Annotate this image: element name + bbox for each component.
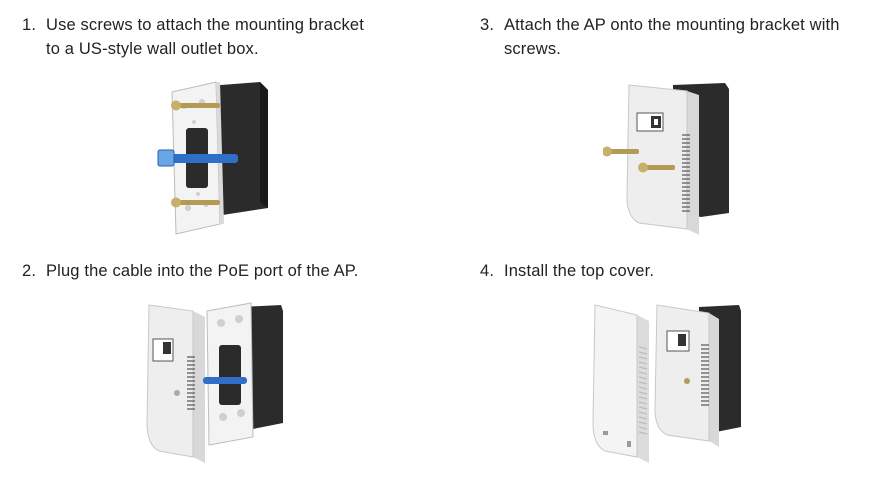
step-4-text-line1: Install the top cover. bbox=[504, 262, 655, 280]
step-1-number: 1. bbox=[22, 16, 37, 34]
step-2-instruction: 2. Plug the cable into the PoE port of th… bbox=[22, 259, 359, 283]
step-4-instruction: 4. Install the top cover. bbox=[480, 259, 654, 283]
step-3-text-line1: Attach the AP onto the mounting bracket … bbox=[504, 16, 840, 34]
step-4-number: 4. bbox=[480, 262, 495, 280]
step-1-text-line1: Use screws to attach the mounting bracke… bbox=[46, 16, 364, 34]
cable-plugged-into-ap-illustration bbox=[146, 302, 283, 463]
step-3-instruction: 3. Attach the AP onto the mounting bracke… bbox=[480, 13, 840, 61]
step-3-number: 3. bbox=[480, 16, 495, 34]
step-1-instruction: 1. Use screws to attach the mounting brac… bbox=[22, 13, 364, 61]
mounting-bracket-on-outlet-box-illustration bbox=[157, 81, 268, 235]
step-3-text-line2: screws. bbox=[504, 40, 561, 58]
ap-attached-to-bracket-illustration bbox=[603, 83, 729, 235]
top-cover-installation-illustration bbox=[592, 304, 741, 463]
step-2-text-line1: Plug the cable into the PoE port of the … bbox=[46, 262, 359, 280]
step-2-number: 2. bbox=[22, 262, 37, 280]
step-1-text-line2: to a US-style wall outlet box. bbox=[46, 40, 259, 58]
